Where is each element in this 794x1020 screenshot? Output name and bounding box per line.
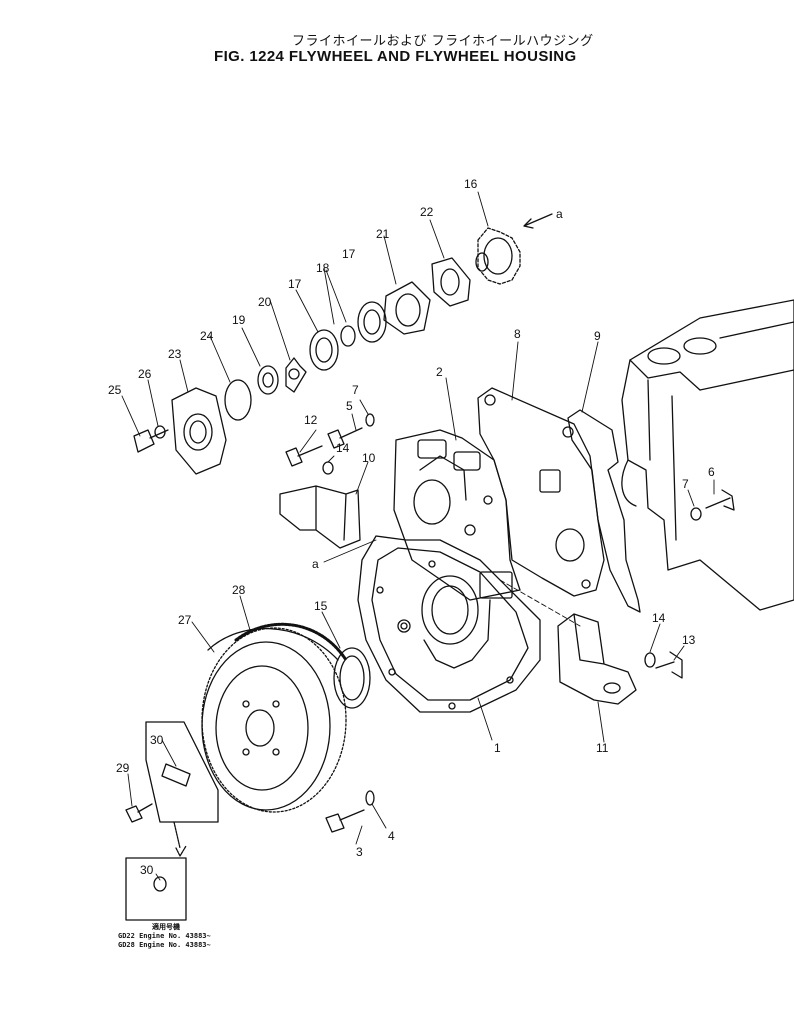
callout-7-upper: 7: [352, 383, 359, 397]
callout-7-right: 7: [682, 477, 689, 491]
box-lock-plate: [145, 721, 219, 823]
bearing-17a: [309, 329, 339, 371]
oil-seal-15: [333, 647, 371, 709]
washer-4: [365, 790, 375, 806]
callout-30-upper: 30: [150, 733, 164, 747]
arrow-down: [173, 821, 187, 857]
gasket-8: [477, 387, 605, 597]
callout-1: 1: [494, 741, 501, 755]
washer-7: [365, 413, 375, 427]
callout-3: 3: [356, 845, 363, 859]
bolt-6: [705, 489, 735, 511]
nut-19: [257, 365, 279, 395]
bearing-17b: [357, 301, 387, 343]
callout-9: 9: [594, 329, 601, 343]
callout-25: 25: [108, 383, 122, 397]
callout-17-left: 17: [288, 277, 302, 291]
callout-11: 11: [596, 741, 609, 755]
callout-labels: 1 2 3 4 5 6 7 7 8 9 10 11 12 13 14 14 15…: [108, 177, 715, 877]
callout-18: 18: [316, 261, 330, 275]
bracket-10: [279, 485, 361, 549]
leader-lines: [121, 191, 715, 881]
washer-7-right: [690, 507, 702, 521]
ring-gear-28: [234, 622, 348, 662]
flywheel-27: [201, 627, 347, 813]
bracket-11: [557, 613, 637, 705]
bolt-13: [655, 651, 683, 679]
callout-14-upper: 14: [336, 441, 350, 455]
spacer-18: [340, 325, 356, 347]
callout-14-lower: 14: [652, 611, 666, 625]
reference-a-top: a: [556, 207, 563, 221]
gasket-9: [567, 409, 641, 613]
arrow-a-top: [523, 213, 553, 229]
callout-12: 12: [304, 413, 318, 427]
callout-16: 16: [464, 177, 478, 191]
box-inset: [125, 857, 187, 921]
bolt-29: [125, 803, 153, 823]
gasket-22: [431, 257, 471, 307]
callout-23: 23: [168, 347, 182, 361]
callout-13: 13: [682, 633, 696, 647]
figure-title: FIG. 1224 FLYWHEEL AND FLYWHEEL HOUSING: [214, 48, 577, 65]
washer-26: [154, 425, 166, 439]
callout-27: 27: [178, 613, 192, 627]
callout-21: 21: [376, 227, 390, 241]
cage-21: [383, 281, 431, 335]
seal-housing-23: [171, 387, 227, 475]
callout-26: 26: [138, 367, 152, 381]
gear-16: [475, 227, 521, 285]
callout-5: 5: [346, 399, 353, 413]
flywheel-housing-1: [357, 535, 541, 713]
lock-washer-20: [285, 357, 307, 393]
callout-30-inset: 30: [140, 863, 154, 877]
engine-block: [621, 299, 794, 611]
callout-15: 15: [314, 599, 328, 613]
washer-14-upper: [322, 461, 334, 475]
reference-a-left: a: [312, 557, 319, 571]
bracket-11-hole: [603, 682, 621, 694]
bolt-12: [285, 445, 323, 467]
callout-22: 22: [420, 205, 434, 219]
title-japanese: フライホイールおよび フライホイールハウジング: [292, 34, 594, 49]
callout-10: 10: [362, 451, 376, 465]
applicability-line-gd28: GD28 Engine No. 43883~: [118, 941, 211, 949]
callout-4: 4: [388, 829, 395, 843]
applicability-line-gd22: GD22 Engine No. 43883~: [118, 932, 211, 940]
callout-8: 8: [514, 327, 521, 341]
lock-plate-30: [161, 763, 191, 787]
callout-19: 19: [232, 313, 246, 327]
callout-17-right: 17: [342, 247, 356, 261]
callout-2: 2: [436, 365, 443, 379]
bolt-3: [325, 809, 365, 833]
bolt-5: [327, 427, 363, 449]
lock-plate-30-inset: [153, 876, 167, 892]
callout-28: 28: [232, 583, 246, 597]
washer-14-lower: [644, 652, 656, 668]
callout-24: 24: [200, 329, 214, 343]
callout-29: 29: [116, 761, 130, 775]
o-ring-24: [224, 379, 252, 421]
applicability-heading: 適用号機: [152, 923, 180, 931]
callout-20: 20: [258, 295, 272, 309]
cover-2: [393, 429, 521, 601]
callout-6: 6: [708, 465, 715, 479]
